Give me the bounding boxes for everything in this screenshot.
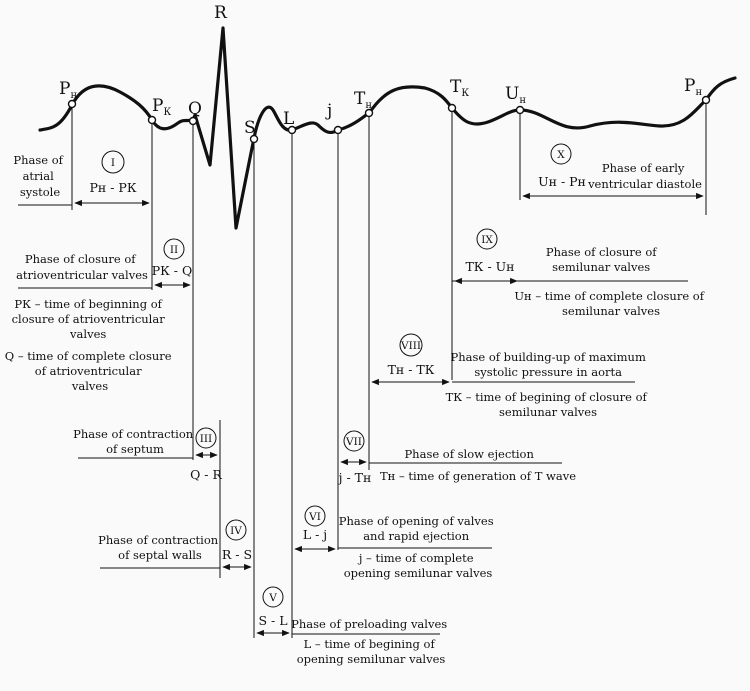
point-l	[287, 125, 297, 135]
phase-V-number: V	[262, 586, 284, 608]
point-pk	[147, 115, 157, 125]
interval-arrows	[74, 192, 704, 637]
point-un	[515, 105, 525, 115]
ecg-points	[67, 95, 711, 144]
phase-IX-number: IX	[476, 228, 498, 250]
svg-text:VI: VI	[308, 511, 321, 523]
point-tn	[364, 108, 374, 118]
label-r: R	[214, 3, 228, 23]
phase-VI-number: VI	[304, 505, 326, 527]
svg-text:Phase of closure of atri: Phase of closure of atrioventricular val…	[16, 252, 148, 282]
svg-text:Phase of early ventricul: Phase of early ventricular diastole	[587, 161, 702, 191]
svg-text:L - j: L - j	[303, 527, 327, 542]
phase-descriptions: Phase of atrial systole Phase of closure…	[5, 153, 707, 666]
label-l: L	[283, 109, 294, 129]
label-un: Uн	[505, 84, 526, 106]
phase-X-number: X	[550, 143, 572, 165]
svg-text:V: V	[268, 592, 277, 604]
phase-I-number: I	[101, 150, 125, 174]
phase-IV-number: IV	[225, 519, 247, 541]
label-s: S	[244, 118, 256, 138]
phase-formulas: Pн - PК PК - Q Q - R R - S S - L L - j j…	[90, 174, 586, 628]
svg-text:VIII: VIII	[400, 340, 421, 352]
reference-lines	[18, 204, 688, 635]
label-pk: PК	[152, 96, 171, 118]
phase-VII-number: VII	[343, 430, 365, 452]
svg-text:Phase of opening of valves: Phase of opening of valves and rapid eje…	[339, 514, 498, 580]
phase-III-number: III	[195, 427, 217, 449]
point-q	[188, 116, 198, 126]
svg-text:Phase of atrial sy: Phase of atrial systole	[13, 153, 66, 199]
svg-text:Tн - TК: Tн - TК	[388, 362, 435, 377]
label-j: j	[325, 101, 332, 121]
svg-text:Phase of contraction of: Phase of contraction of septal walls	[98, 533, 222, 562]
svg-text:Pн - PК: Pн - PК	[90, 180, 137, 195]
svg-text:PК – time of beginning of: PК – time of beginning of closure of atr…	[5, 297, 176, 393]
svg-text:VII: VII	[345, 436, 362, 448]
svg-text:II: II	[170, 244, 178, 256]
svg-text:Phase of preloading valves: Phase of preloading valves L – time of b…	[291, 617, 451, 666]
label-tk: TК	[450, 77, 469, 99]
point-tk	[447, 103, 457, 113]
point-pn2	[701, 95, 711, 105]
svg-text:Uн - Pн: Uн - Pн	[538, 174, 586, 189]
point-s	[249, 134, 259, 144]
svg-text:TК - Uн: TК - Uн	[465, 259, 514, 274]
label-pn: Pн	[59, 79, 77, 101]
svg-text:S - L: S - L	[258, 613, 287, 628]
svg-text:Phase of slow ejection T: Phase of slow ejection Tн – time of gene…	[380, 447, 576, 483]
svg-text:Phase of contraction of: Phase of contraction of septum	[73, 427, 197, 456]
phase-numbers: I II III IV V VI VII VIII IX X	[101, 143, 572, 608]
point-labels: Pн PК Q R S L j Tн TК Uн Pн	[59, 3, 702, 138]
svg-text:I: I	[111, 157, 115, 169]
svg-text:Phase of building-up of maximu: Phase of building-up of maximum systolic…	[446, 350, 651, 419]
phase-II-number: II	[163, 238, 185, 260]
phase-VIII-number: VIII	[399, 333, 423, 357]
label-tn: Tн	[354, 89, 372, 111]
svg-text:PК - Q: PК - Q	[152, 263, 193, 278]
svg-text:Phase of closure of semi: Phase of closure of semilunar valves Uн …	[514, 245, 707, 318]
vertical-lines	[71, 104, 707, 638]
point-pn	[67, 99, 77, 109]
svg-text:Q - R: Q - R	[190, 467, 222, 482]
label-pn2: Pн	[684, 76, 702, 98]
ecg-waveform	[38, 26, 737, 230]
point-j	[333, 125, 343, 135]
svg-text:III: III	[200, 433, 212, 445]
svg-text:j - Tн: j - Tн	[337, 470, 372, 485]
svg-text:R - S: R - S	[222, 547, 252, 562]
svg-text:IX: IX	[481, 234, 493, 246]
svg-text:IV: IV	[230, 525, 242, 537]
label-q: Q	[188, 99, 202, 119]
svg-text:X: X	[557, 149, 565, 161]
